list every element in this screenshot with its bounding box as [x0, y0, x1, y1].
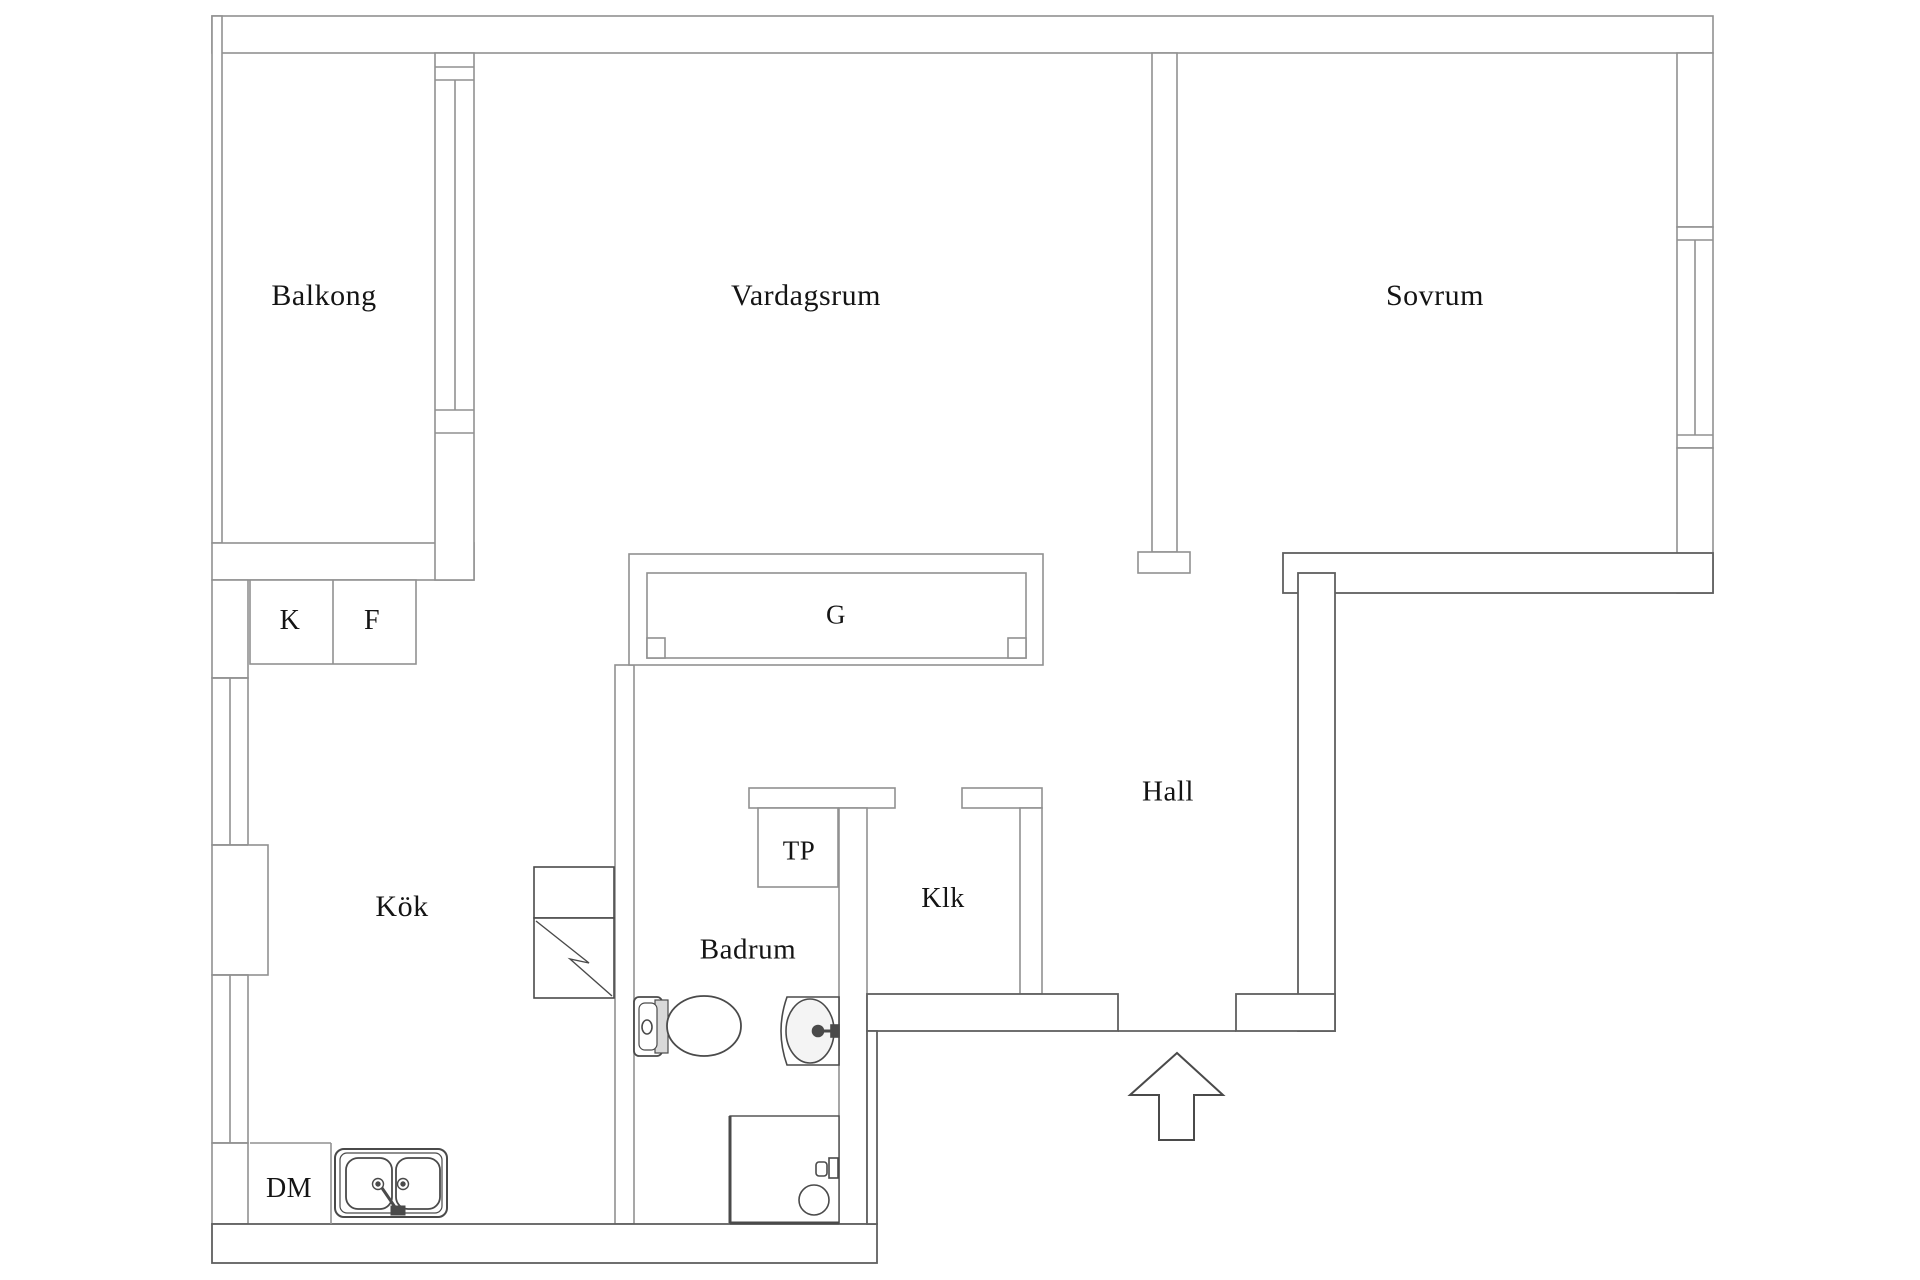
kitchen-window-upper-icon [212, 677, 248, 846]
fridge-freezer-icon [249, 579, 417, 665]
room-label-dm: DM [265, 1173, 313, 1204]
shower-icon [728, 1115, 840, 1225]
room-label-f: F [363, 605, 381, 636]
outer-boundary-south-east [211, 552, 1714, 1264]
toilet-icon [633, 995, 742, 1057]
room-label-badrum: Badrum [699, 933, 797, 966]
room-label-tp: TP [782, 835, 816, 866]
room-label-hall: Hall [1142, 775, 1194, 808]
bedroom-window-icon [1677, 239, 1713, 436]
entrance-arrow-icon [1127, 1051, 1226, 1141]
tp-cabinet-icon [757, 807, 839, 888]
cabinets [249, 553, 1044, 1224]
dishwasher-icon [250, 1142, 332, 1224]
wardrobe-icon [628, 553, 1044, 666]
room-label-vardagsrum: Vardagsrum [731, 279, 881, 312]
washbasin-icon [780, 996, 840, 1066]
electrical-panel-icon [533, 866, 615, 999]
windows [212, 66, 1713, 1144]
room-label-klk: Klk [921, 883, 965, 914]
bathroom-fixtures [633, 995, 840, 1225]
room-label-kok: Kök [375, 890, 429, 923]
balcony-window-icon [435, 66, 474, 434]
room-label-sovrum: Sovrum [1385, 279, 1485, 312]
room-label-k: K [279, 605, 301, 636]
kitchen-window-lower-icon [212, 974, 248, 1144]
kitchen-sink-icon [334, 1148, 448, 1218]
room-label-g: G [826, 599, 846, 630]
room-label-balkong: Balkong [271, 279, 377, 312]
